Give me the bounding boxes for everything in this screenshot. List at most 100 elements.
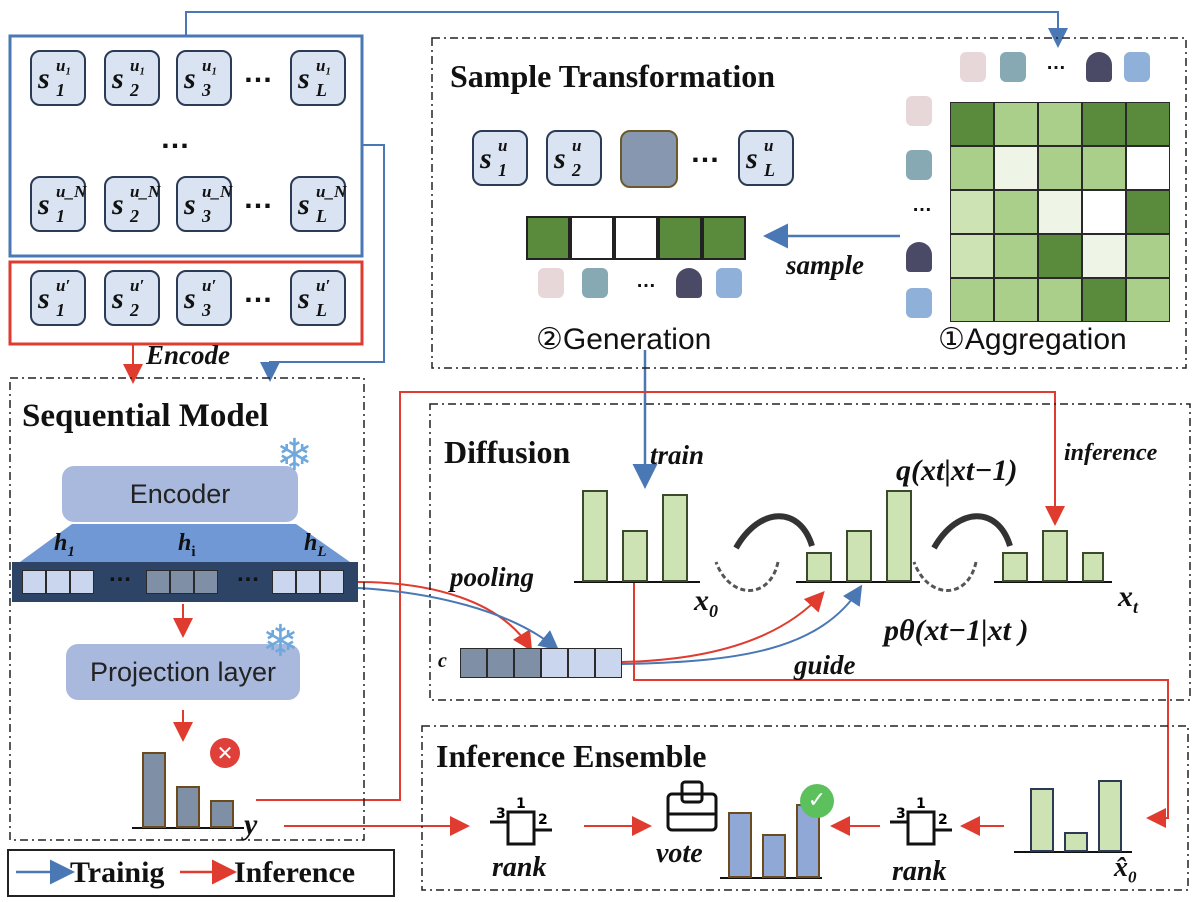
vertical-ellipsis: … [160,122,190,155]
x0hat-bar-2 [1064,832,1088,852]
fashion-item-icon [582,268,608,298]
pooling-label: pooling [450,562,535,592]
aggregation-matrix-cell [1038,190,1082,234]
guide-red [621,591,825,663]
item-user-superscript: u [572,136,582,155]
aggregation-matrix-cell [994,278,1038,322]
hidden-ellipsis: … [236,560,260,587]
item-position-subscript: 2 [130,300,139,320]
fashion-item-icon [906,96,932,126]
aggregation-matrix-cell [1082,278,1126,322]
x0-bar-3 [662,494,688,582]
condition-vector-cell [595,648,622,678]
aggregation-matrix-cell [1038,278,1082,322]
h-to-c-red [357,581,533,652]
item-user-superscript: u_N [202,182,233,201]
masked-item [620,130,678,188]
generated-row-ellipsis: … [690,136,720,169]
row-ellipsis: … [243,56,273,89]
inference-ensemble-frame [421,725,1189,891]
generation-label: ②Generation [536,323,712,356]
item-user-superscript: u_N [130,182,161,201]
item-position-subscript: 3 [202,80,211,100]
error-icon: ✕ [210,738,240,768]
item-ellipsis: … [1046,52,1066,74]
hL-label: hL [304,530,327,560]
item-ellipsis: … [912,194,932,216]
aggregation-matrix-cell [950,146,994,190]
aggregation-matrix-cell [1126,102,1170,146]
item-position-subscript: 1 [56,300,65,320]
svg-text:2: 2 [938,812,948,828]
item-position-subscript: 2 [130,80,139,100]
item-position-subscript: L [316,300,327,320]
item-position-subscript: 3 [202,300,211,320]
reverse-arrow-1 [714,561,780,592]
condition-vector-cell [568,648,595,678]
aggregation-matrix-cell [950,102,994,146]
item-symbol: s [554,142,566,175]
y-bar-3 [210,800,234,828]
condition-vector-cell [487,648,514,678]
aggregation-matrix-cell [994,234,1038,278]
sample-transformation-title: Sample Transformation [450,58,776,94]
item-position-subscript: L [764,160,775,180]
xt-label: xt [1118,580,1139,617]
aggregation-matrix-cell [1126,190,1170,234]
aggregation-matrix-cell [950,190,994,234]
item-user-superscript: u₁ [56,56,72,75]
aggregation-matrix-cell [1126,278,1170,322]
item-user-superscript: u′ [202,276,217,295]
row-ellipsis: … [243,182,273,215]
generated-vector-cell [570,216,614,260]
aggregation-label: ①Aggregation [938,323,1127,356]
generated-vector-cell [614,216,658,260]
rank-left-label: rank [492,852,547,883]
fashion-item-icon [1086,52,1112,82]
svg-text:3: 3 [896,806,906,822]
encoder-block: Encoder [62,466,298,522]
diffusion-title: Diffusion [444,434,571,470]
encode-blue-connector [260,144,385,382]
aggregation-matrix-cell [1082,146,1126,190]
item-position-subscript: 3 [202,206,211,226]
hidden-state-cell [272,570,296,594]
item-ellipsis: … [636,270,656,292]
hidden-state-cell [46,570,70,594]
c-label: c [438,650,447,672]
fashion-item-icon [676,268,702,298]
train-label: train [650,440,705,470]
svg-text:3: 3 [496,806,506,822]
item-position-subscript: 2 [572,160,581,180]
aggregation-matrix-cell [1038,102,1082,146]
mid-bar-2 [846,530,872,582]
top-blue-connector [185,11,1068,48]
item-user-superscript: u₁ [130,56,146,75]
item-user-superscript: u [764,136,774,155]
fashion-item-icon [906,150,932,180]
hidden-state-cell [146,570,170,594]
aggregation-matrix-cell [950,234,994,278]
inference-ensemble-title: Inference Ensemble [436,738,707,774]
snowflake-icon: ❄ [276,431,313,480]
aggregation-matrix-cell [994,190,1038,234]
aggregation-matrix-cell [1082,102,1126,146]
fashion-item-icon [538,268,564,298]
item-symbol: s [298,62,310,95]
sample-label: sample [786,250,864,280]
item-symbol: s [112,62,124,95]
aggregation-matrix-cell [1126,146,1170,190]
item-symbol: s [184,282,196,315]
item-symbol: s [112,188,124,221]
hidden-state-cell [170,570,194,594]
forward-arrow-1 [733,513,815,550]
aggregation-matrix-cell [1082,190,1126,234]
